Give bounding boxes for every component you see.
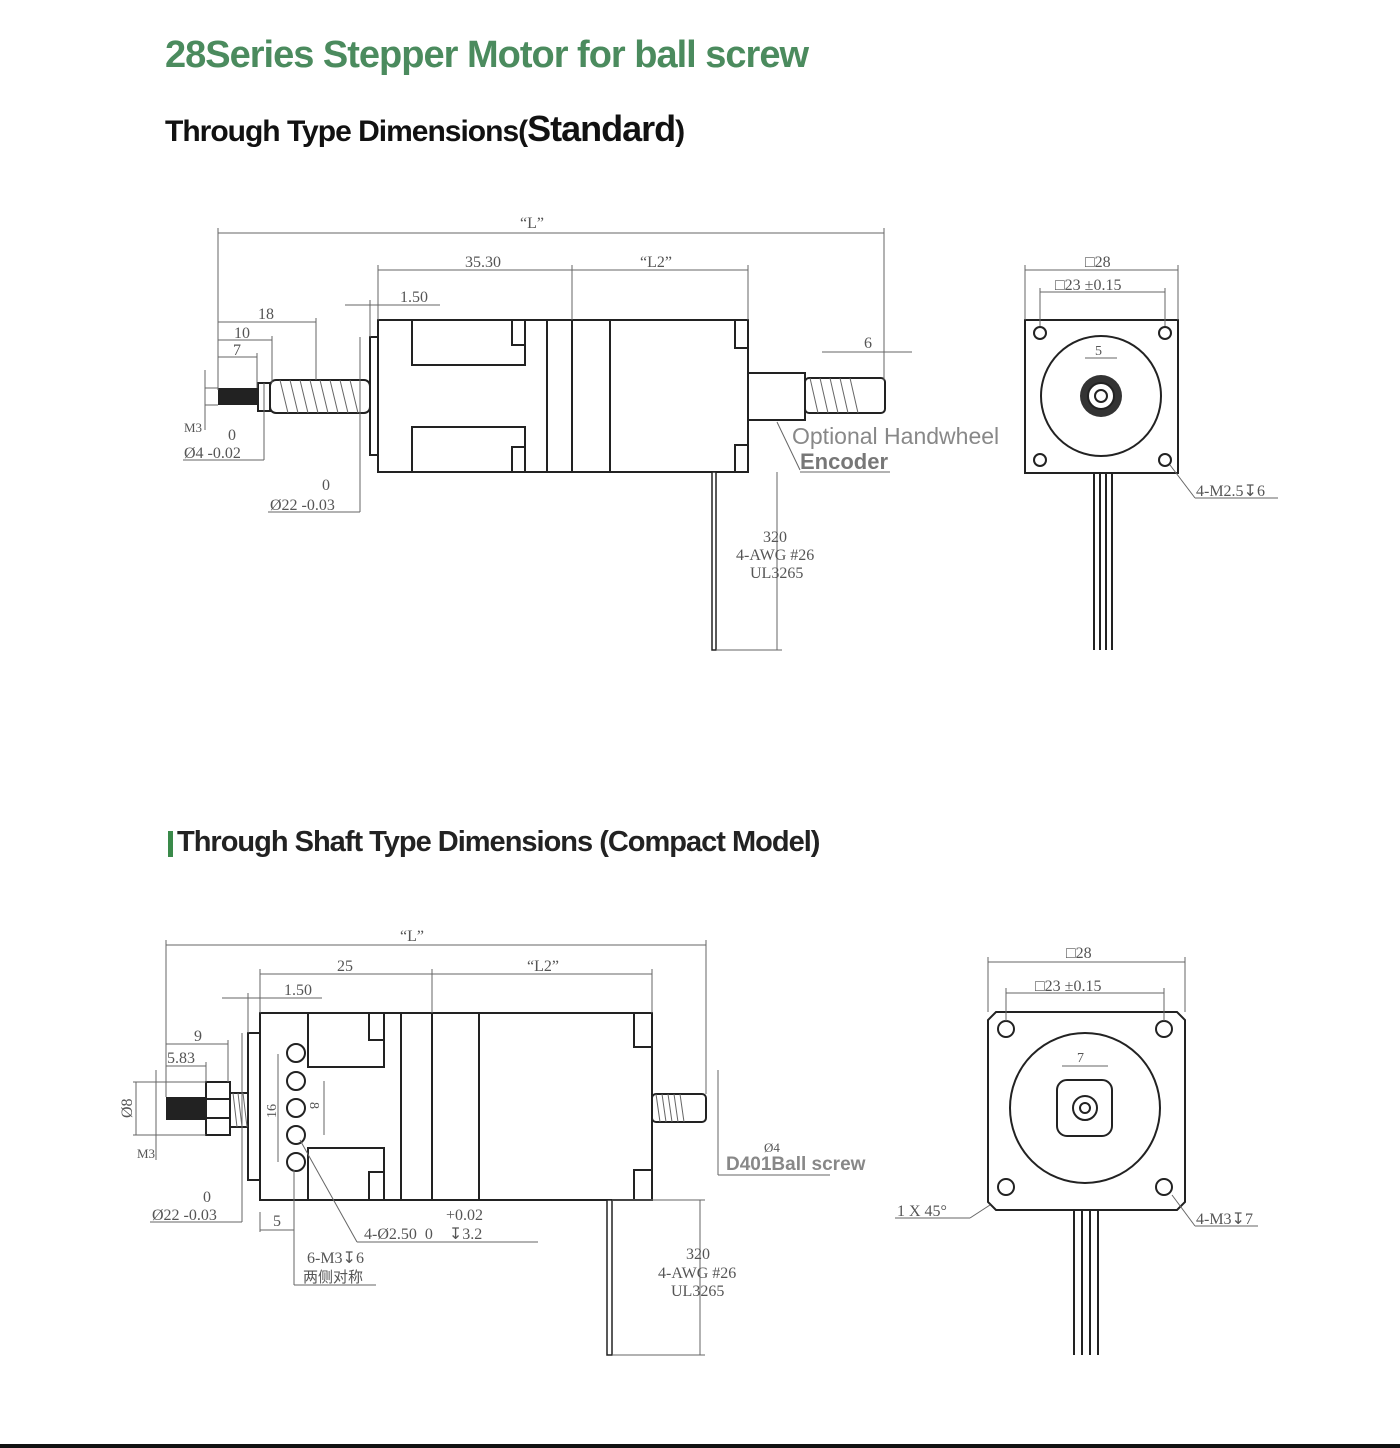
dim-square-28: □28 bbox=[1085, 254, 1111, 271]
standard-side-view: “L” 35.30 “L2” 1.50 18 10 7 M3 0 Ø4 -0.0… bbox=[183, 215, 999, 651]
dim-boss-dia: Ø22 -0.03 bbox=[152, 1207, 217, 1224]
standard-front-view: □28 □23 ±0.15 5 4-M2.5↧6 bbox=[1024, 254, 1278, 650]
dim-pin-holes: 4-Ø2.50 0 ↧3.2 bbox=[364, 1226, 482, 1243]
dim-5-83: 5.83 bbox=[167, 1050, 195, 1067]
front-wires bbox=[1093, 473, 1113, 650]
right-screw bbox=[651, 1093, 707, 1123]
compact-side-view: “L” 25 “L2” 1.50 9 5.83 Ø8 M3 16 8 0 Ø22… bbox=[119, 928, 866, 1356]
dim-side-holes: 6-M3↧6 bbox=[307, 1250, 364, 1267]
dim-m3: M3 bbox=[184, 420, 202, 435]
dim-7: 7 bbox=[1077, 1051, 1084, 1066]
dim-square-28: □28 bbox=[1066, 945, 1092, 962]
dim-9: 9 bbox=[194, 1028, 202, 1045]
dim-square-23: □23 ±0.15 bbox=[1035, 978, 1101, 995]
encoder-label: Encoder bbox=[800, 449, 888, 474]
dim-7: 7 bbox=[233, 342, 241, 359]
tol-plus: +0.02 bbox=[446, 1207, 483, 1224]
dimension-lines bbox=[133, 940, 830, 1356]
dim-18: 18 bbox=[258, 306, 274, 323]
wire-length: 320 bbox=[763, 529, 787, 546]
dim-L2: “L2” bbox=[640, 254, 672, 271]
wire-length: 320 bbox=[686, 1246, 710, 1263]
dim-m3: M3 bbox=[137, 1146, 155, 1161]
dim-25: 25 bbox=[337, 958, 353, 975]
motor-body bbox=[369, 319, 749, 473]
tol-zero: 0 bbox=[322, 477, 330, 494]
tol-zero: 0 bbox=[228, 427, 236, 444]
paren: ( bbox=[518, 115, 528, 148]
dimension-lines bbox=[183, 228, 912, 651]
section1-heading: Through Type Dimensions(Standard) bbox=[165, 108, 685, 150]
wire-ul: UL3265 bbox=[750, 565, 803, 582]
ball-screw-label: D401Ball screw bbox=[726, 1154, 866, 1175]
dim-mount-holes: 4-M2.5↧6 bbox=[1196, 483, 1265, 500]
dim-5: 5 bbox=[273, 1213, 281, 1230]
right-shaft bbox=[747, 372, 886, 421]
section1-heading-emphasis: Standard bbox=[527, 108, 676, 149]
accent-bar bbox=[168, 831, 173, 857]
dim-square-23: □23 ±0.15 bbox=[1055, 277, 1121, 294]
left-shaft bbox=[218, 379, 371, 414]
bottom-border bbox=[0, 1444, 1400, 1448]
dim-boss-dia: Ø22 -0.03 bbox=[270, 497, 335, 514]
dim-5: 5 bbox=[1095, 344, 1102, 359]
page-title: 28Series Stepper Motor for ball screw bbox=[165, 34, 809, 76]
wire-awg: 4-AWG #26 bbox=[658, 1265, 736, 1282]
wire-awg: 4-AWG #26 bbox=[736, 547, 814, 564]
section2-heading-text: Through Shaft Type Dimensions (Compact M… bbox=[177, 826, 820, 858]
section1-heading-text: Through Type Dimensions bbox=[165, 115, 519, 148]
paren: ) bbox=[675, 115, 685, 148]
dim-screw-dia: Ø4 bbox=[764, 1140, 780, 1155]
compact-front-view: □28 □23 ±0.15 7 1 X 45° 4-M3↧7 bbox=[895, 945, 1258, 1355]
dim-10: 10 bbox=[234, 325, 250, 342]
dim-1-50: 1.50 bbox=[284, 982, 312, 999]
dim-dia-8: Ø8 bbox=[119, 1098, 136, 1118]
left-shaft bbox=[166, 1081, 249, 1136]
dim-mount-holes: 4-M3↧7 bbox=[1196, 1211, 1253, 1228]
dim-35-30: 35.30 bbox=[465, 254, 501, 271]
dim-L: “L” bbox=[520, 215, 544, 232]
motor-wire bbox=[711, 471, 717, 651]
tol-zero: 0 bbox=[203, 1189, 211, 1206]
dim-shaft-dia: Ø4 -0.02 bbox=[184, 445, 241, 462]
optional-handwheel-label: Optional Handwheel bbox=[792, 423, 999, 449]
dim-L: “L” bbox=[400, 928, 424, 945]
dim-1-50: 1.50 bbox=[400, 289, 428, 306]
dim-chamfer: 1 X 45° bbox=[897, 1203, 947, 1220]
section2-heading: Through Shaft Type Dimensions (Compact M… bbox=[168, 826, 820, 859]
motor-wire bbox=[606, 1199, 613, 1356]
wire-ul: UL3265 bbox=[671, 1283, 724, 1300]
dim-8: 8 bbox=[306, 1102, 321, 1109]
front-wires bbox=[1073, 1210, 1099, 1355]
dim-L2: “L2” bbox=[527, 958, 559, 975]
dim-6: 6 bbox=[864, 335, 872, 352]
side-holes-note: 两侧对称 bbox=[303, 1269, 363, 1286]
dim-16: 16 bbox=[265, 1104, 280, 1118]
